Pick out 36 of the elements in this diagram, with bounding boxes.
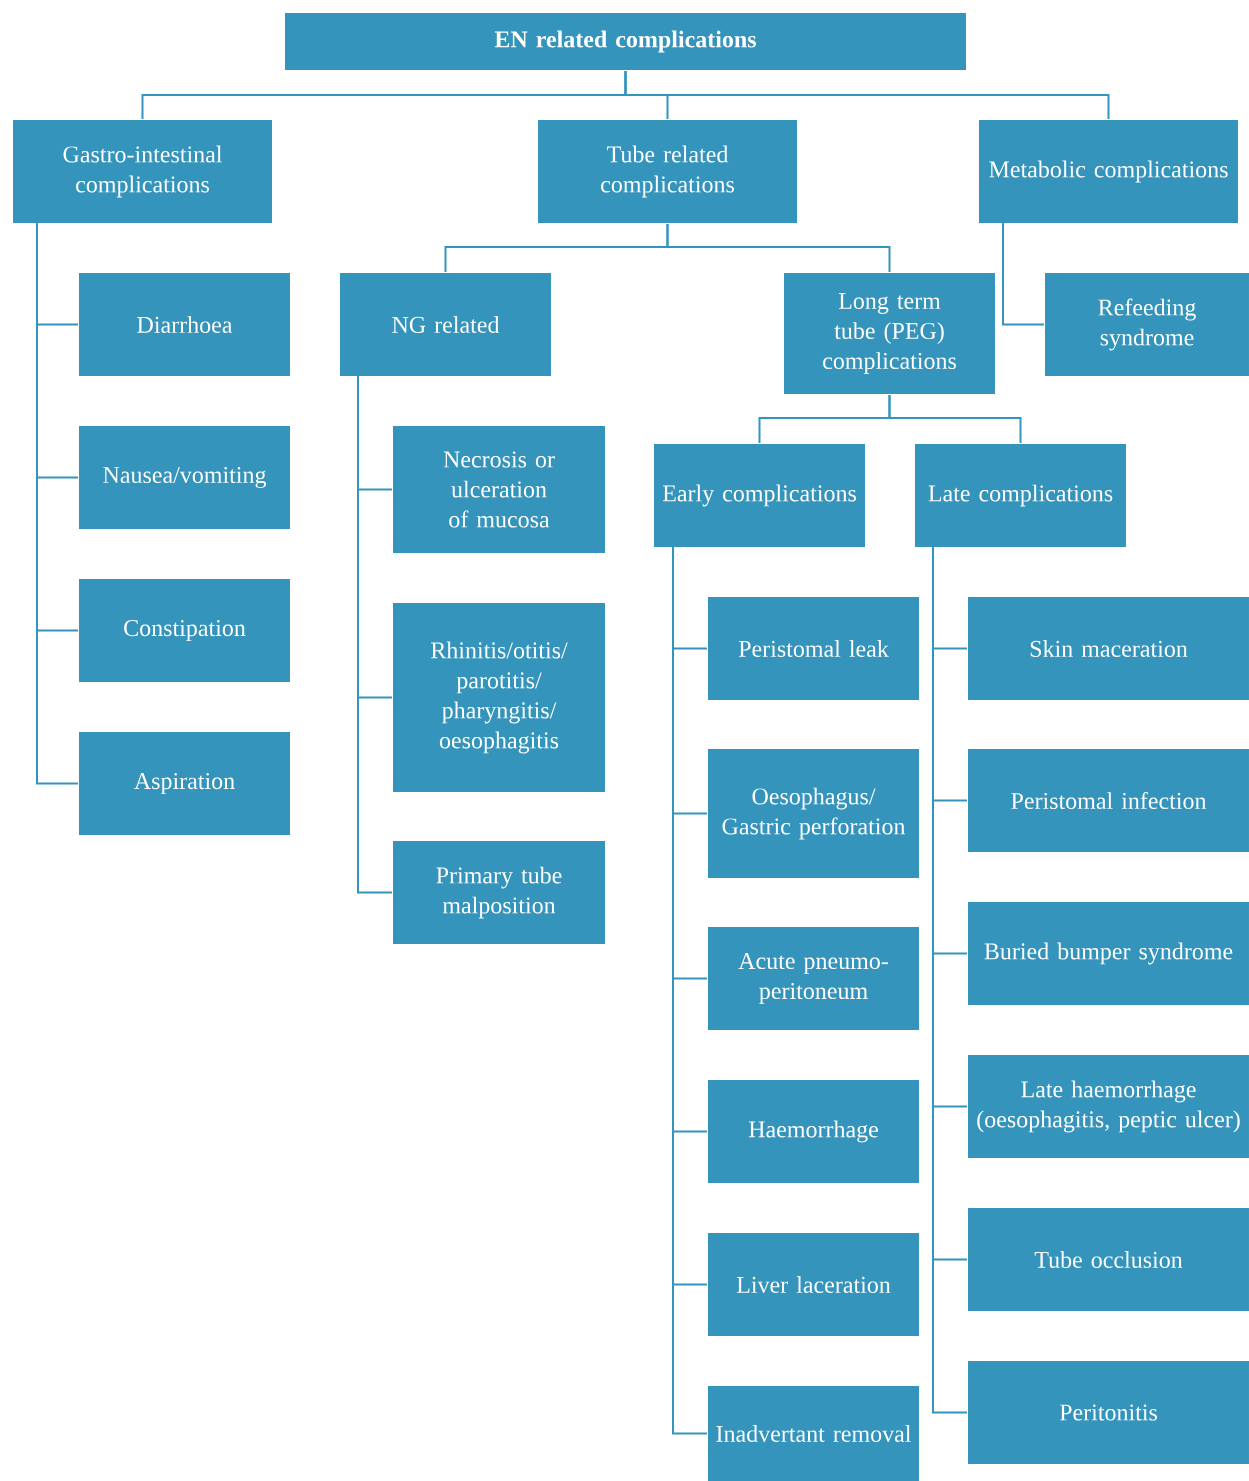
category-box: Nausea/vomiting [78,425,291,530]
connector-line [357,375,393,894]
category-box: Diarrhoea [78,272,291,377]
category-box: Long term tube (PEG) complications [783,272,996,395]
connector-line [36,222,79,785]
category-box: Metabolic complications [978,119,1239,224]
category-box: Late complications [914,443,1127,548]
category-box: Tube occlusion [967,1207,1249,1312]
category-box: Peristomal leak [707,596,920,701]
category-box: Skin maceration [967,596,1249,701]
category-box: Peritonitis [967,1360,1249,1465]
connector-line [1002,222,1045,326]
category-box: Refeeding syndrome [1044,272,1249,377]
category-box: Buried bumper syndrome [967,901,1249,1006]
category-box: Oesophagus/ Gastric perforation [707,748,920,879]
category-box: Acute pneumo-peritoneum [707,926,920,1031]
connector-line [624,70,1110,120]
category-box: Haemorrhage [707,1079,920,1184]
connector-line [666,223,891,273]
category-box: Aspiration [78,731,291,836]
category-box: NG related [339,272,552,377]
category-box: Inadvertant removal [707,1385,920,1481]
category-box: Primary tube malposition [392,840,606,945]
connector-line [672,546,708,1435]
category-box: Rhinitis/otitis/ parotitis/ pharyngitis/ oesophagitis [392,602,606,793]
category-box: Necrosis or ulceration of mucosa [392,425,606,554]
title-box: EN related complications [284,12,967,71]
category-box: Constipation [78,578,291,683]
category-box: Late haemorrhage (oesophagitis, peptic ulcer) [967,1054,1249,1159]
category-box: Peristomal infection [967,748,1249,853]
connector-line [888,394,1022,444]
connector-line [932,546,968,1414]
category-box: Tube related complications [537,119,798,224]
category-box: Liver laceration [707,1232,920,1337]
category-box: Gastro-intestinal complications [12,119,273,224]
category-box: Early complications [653,443,866,548]
